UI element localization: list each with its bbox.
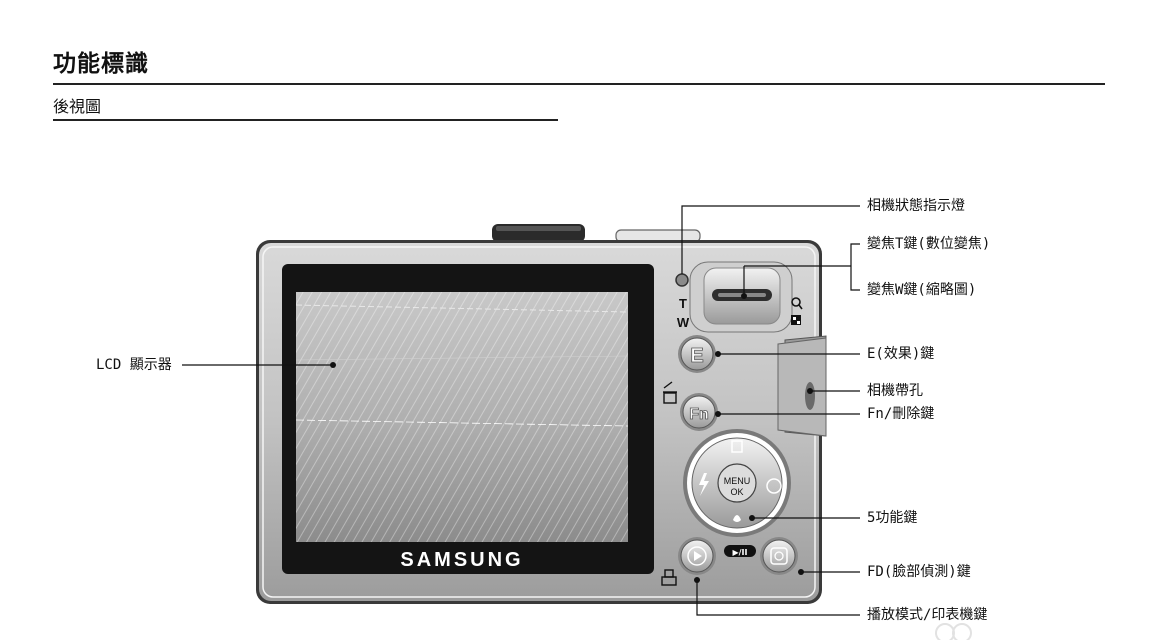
- callout-lcd-display: LCD 顯示器: [96, 357, 172, 373]
- svg-text:Fn: Fn: [689, 406, 709, 423]
- zoom-tele-mark: T: [679, 296, 687, 311]
- display-icon: [731, 440, 743, 453]
- callout-fd-button: FD(臉部偵測)鍵: [867, 564, 971, 580]
- title-divider: [53, 83, 1105, 85]
- magnify-icon: [791, 297, 803, 310]
- fd-button[interactable]: [760, 537, 798, 575]
- callout-e-button: E(效果)鍵: [867, 346, 935, 362]
- callout-dots: [330, 293, 813, 583]
- play-pause-badge: ▶/II: [724, 545, 756, 557]
- callout-play-print: 播放模式/印表機鍵: [867, 607, 988, 623]
- brand-logo: SAMSUNG: [400, 549, 523, 571]
- five-function-pad[interactable]: MENU OK: [683, 429, 791, 537]
- mode-dial: [492, 224, 585, 242]
- callout-lines: [182, 205, 860, 616]
- e-button[interactable]: E: [678, 335, 716, 373]
- zoom-lever[interactable]: [689, 261, 793, 333]
- callout-zoom-t: 變焦T鍵(數位變焦): [867, 236, 991, 252]
- printer-icon: [661, 569, 677, 586]
- thumbnail-icon: [791, 315, 801, 325]
- lcd-display: [282, 264, 654, 574]
- callout-zoom-w: 變焦W鍵(縮略圖): [867, 282, 977, 298]
- status-lamp: [675, 273, 689, 287]
- timer-icon: [766, 478, 782, 494]
- flash-icon: [699, 473, 709, 496]
- svg-text:E: E: [690, 345, 703, 367]
- fn-button[interactable]: Fn: [680, 393, 718, 431]
- callout-strap-eyelet: 相機帶孔: [867, 383, 923, 399]
- section-subtitle: 後視圖: [53, 97, 102, 116]
- callout-fn-button: Fn/刪除鍵: [867, 406, 935, 422]
- menu-label: MENU: [724, 476, 751, 486]
- zoom-wide-mark: W: [677, 315, 690, 330]
- callout-five-function: 5功能鍵: [867, 510, 918, 526]
- ok-label: OK: [730, 487, 743, 497]
- trash-icon: [663, 381, 677, 404]
- corner-watermark: [935, 623, 972, 640]
- svg-text:▶/II: ▶/II: [732, 548, 747, 557]
- page-title: 功能標識: [53, 51, 149, 77]
- subtitle-divider: [53, 119, 558, 121]
- callout-status-lamp: 相機狀態指示燈: [867, 198, 965, 214]
- macro-icon: [733, 515, 741, 522]
- strap-eyelet-panel: [777, 335, 827, 437]
- play-button[interactable]: [678, 537, 716, 575]
